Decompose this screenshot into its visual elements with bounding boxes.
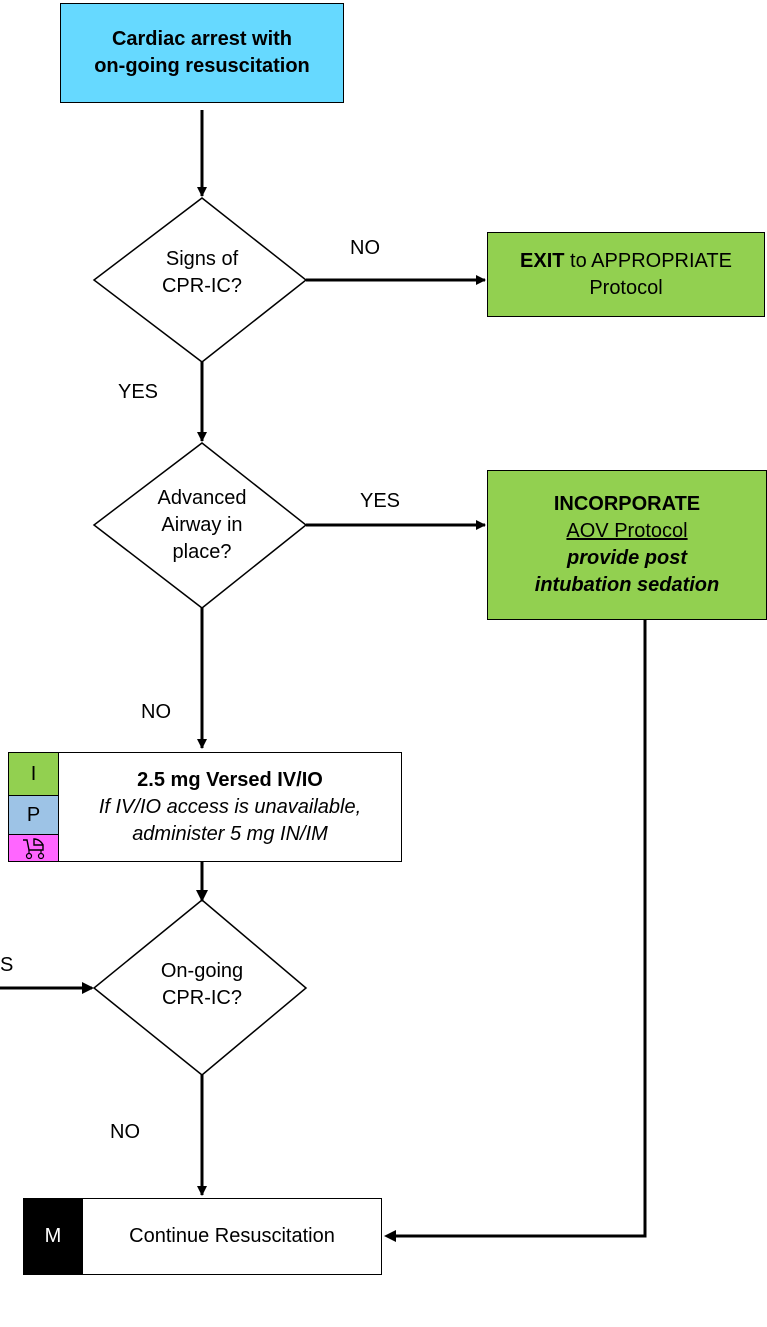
exit-bold: EXIT: [520, 249, 565, 272]
edge-label-yes-1: YES: [118, 381, 159, 403]
arrow-versed-head: [196, 890, 208, 902]
aov-protocol-link[interactable]: AOV Protocol: [566, 520, 688, 542]
decision-airway-line1: Advanced: [157, 487, 247, 509]
level-tag-p: P: [8, 795, 59, 835]
edge-label-no-3: NO: [110, 1121, 140, 1143]
edge-label-no-2: NO: [141, 701, 171, 723]
decision-ongoing-line1: On-going: [160, 960, 244, 982]
decision-signs-line2: CPR-IC?: [161, 275, 242, 297]
exit-line2: Protocol: [589, 276, 663, 299]
decision-airway-label: Advanced Airway in place?: [122, 485, 282, 566]
incorporate-line4: intubation sedation: [534, 574, 720, 596]
decision-signs-line1: Signs of: [165, 248, 239, 270]
start-box: Cardiac arrest with on-going resuscitati…: [60, 3, 344, 103]
arrow-incorporate-to-continue-visible: [396, 620, 647, 1238]
continue-box: Continue Resuscitation: [82, 1198, 382, 1275]
decision-airway-line2: Airway in: [161, 514, 243, 536]
exit-line1: EXIT to APPROPRIATE: [520, 248, 732, 275]
exit-box: EXIT to APPROPRIATE Protocol: [487, 232, 765, 317]
decision-ongoing-label: On-going CPR-IC?: [132, 958, 272, 1012]
edge-label-no-1: NO: [350, 237, 380, 259]
level-tag-m-text: M: [44, 1225, 62, 1247]
versed-box: 2.5 mg Versed IV/IO If IV/IO access is u…: [58, 752, 402, 862]
decision-airway-line3: place?: [172, 541, 232, 563]
level-tag-i: I: [8, 752, 59, 796]
start-line2: on-going resuscitation: [94, 55, 310, 77]
edge-label-yes-2: YES: [360, 490, 401, 512]
edge-label-yes-cut: S: [0, 954, 14, 976]
arrow-ongoing-yes-head: [82, 982, 94, 994]
decision-diamond-ongoing-visible: [92, 899, 308, 1076]
pediatric-tag: [8, 834, 59, 862]
start-line1: Cardiac arrest with: [111, 28, 293, 50]
versed-line1: 2.5 mg Versed IV/IO: [137, 768, 323, 791]
exit-rest: to APPROPRIATE: [564, 249, 732, 272]
level-tag-m: M: [23, 1198, 83, 1275]
level-tag-p-text: P: [26, 803, 41, 826]
arrow-return-head: [384, 1230, 396, 1242]
incorporate-line1: INCORPORATE: [553, 493, 701, 515]
decision-ongoing-line2: CPR-IC?: [161, 987, 242, 1009]
versed-line3: administer 5 mg IN/IM: [132, 822, 328, 845]
continue-label: Continue Resuscitation: [129, 1225, 335, 1247]
level-tag-i-text: I: [30, 762, 37, 785]
decision-signs-label: Signs of CPR-IC?: [132, 246, 272, 300]
stroller-icon: [22, 838, 44, 860]
incorporate-box: INCORPORATE AOV Protocol provide post in…: [487, 470, 767, 620]
versed-line2: If IV/IO access is unavailable,: [98, 795, 362, 818]
incorporate-line3: provide post: [566, 547, 687, 569]
